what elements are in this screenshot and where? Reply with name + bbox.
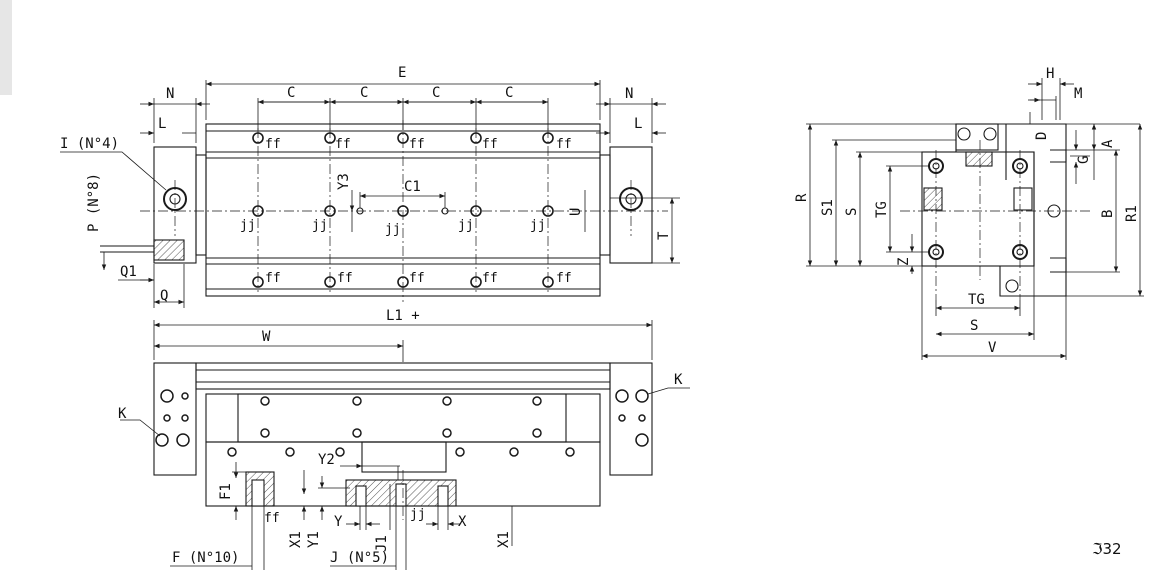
dim-l-right: L bbox=[634, 116, 642, 132]
dim-z: Z bbox=[896, 258, 912, 266]
label-jj-4: jj bbox=[458, 218, 474, 233]
top-view bbox=[60, 80, 680, 308]
dim-q1: Q1 bbox=[120, 264, 137, 280]
dim-r1: R1 bbox=[1124, 205, 1140, 222]
dim-w: W bbox=[262, 329, 271, 345]
dim-x1-right: X1 bbox=[496, 531, 512, 548]
dim-q: Q bbox=[160, 288, 168, 304]
dim-a: A bbox=[1100, 139, 1116, 148]
dim-n-left: N bbox=[166, 86, 174, 102]
label-ff-6: ff bbox=[265, 271, 281, 286]
dim-c-4: C bbox=[505, 85, 513, 101]
label-ff-2: ff bbox=[335, 137, 351, 152]
dim-l1: L1 + bbox=[386, 308, 420, 324]
dim-l-left: L bbox=[158, 116, 166, 132]
dim-c-1: C bbox=[287, 85, 295, 101]
dim-b: B bbox=[1100, 210, 1116, 218]
label-ff-5: ff bbox=[556, 137, 572, 152]
dim-s1: S1 bbox=[820, 199, 836, 216]
front-view-labels: L1 + W K K F1 Y2 X1 Y1 Y J1 X X1 ff jj F… bbox=[118, 308, 683, 566]
dim-j1: J1 bbox=[374, 535, 390, 552]
label-ff-1: ff bbox=[265, 137, 281, 152]
dim-y2: Y2 bbox=[318, 452, 335, 468]
label-jj-5: jj bbox=[530, 218, 546, 233]
dim-n-right: N bbox=[625, 86, 633, 102]
dim-c-2: C bbox=[360, 85, 368, 101]
left-edge-strip bbox=[0, 0, 12, 95]
label-j: J (N°5) bbox=[330, 550, 389, 566]
label-ff-9: ff bbox=[482, 271, 498, 286]
dim-h: H bbox=[1046, 66, 1054, 82]
label-k-right: K bbox=[674, 372, 683, 388]
label-ff-front: ff bbox=[264, 511, 280, 526]
dim-m: M bbox=[1074, 86, 1082, 102]
dim-u: U bbox=[568, 208, 584, 216]
dim-y1: Y1 bbox=[306, 531, 322, 548]
dim-f1: F1 bbox=[218, 483, 234, 500]
dim-e: E bbox=[398, 65, 406, 81]
dim-x1-left: X1 bbox=[288, 531, 304, 548]
label-ff-7: ff bbox=[337, 271, 353, 286]
dim-v: V bbox=[988, 340, 997, 356]
dim-y: Y bbox=[334, 514, 343, 530]
label-f: F (N°10) bbox=[172, 550, 239, 566]
dim-c1: C1 bbox=[404, 179, 421, 195]
label-k-left: K bbox=[118, 406, 127, 422]
label-jj-2: jj bbox=[312, 218, 328, 233]
side-view-labels: H M D A G R S1 S TG Z B R1 TG S V bbox=[794, 66, 1140, 356]
dim-g: G bbox=[1076, 156, 1092, 164]
dim-tg-bottom: TG bbox=[968, 292, 985, 308]
side-view bbox=[806, 78, 1144, 360]
dim-s: S bbox=[844, 208, 860, 216]
label-ff-8: ff bbox=[409, 271, 425, 286]
label-ff-4: ff bbox=[482, 137, 498, 152]
dim-x: X bbox=[458, 514, 467, 530]
dim-tg: TG bbox=[874, 201, 890, 218]
top-view-labels: E C C C C N L N L I (N°4) P (N°8) Q1 Q Y… bbox=[60, 65, 672, 304]
dim-s-bottom: S bbox=[970, 318, 978, 334]
dim-c-3: C bbox=[432, 85, 440, 101]
drawing-code: ℑ32 bbox=[1092, 540, 1122, 558]
dim-t: T bbox=[656, 231, 672, 240]
dim-d: D bbox=[1034, 132, 1050, 140]
label-p: P (N°8) bbox=[86, 173, 102, 232]
dim-y3: Y3 bbox=[336, 173, 352, 190]
label-ff-3: ff bbox=[409, 137, 425, 152]
label-jj-front: jj bbox=[410, 507, 426, 522]
dim-r: R bbox=[794, 193, 810, 202]
label-jj-1: jj bbox=[240, 218, 256, 233]
front-view bbox=[120, 320, 690, 570]
label-jj-3: jj bbox=[385, 222, 401, 237]
label-i: I (N°4) bbox=[60, 136, 119, 152]
label-ff-10: ff bbox=[556, 271, 572, 286]
